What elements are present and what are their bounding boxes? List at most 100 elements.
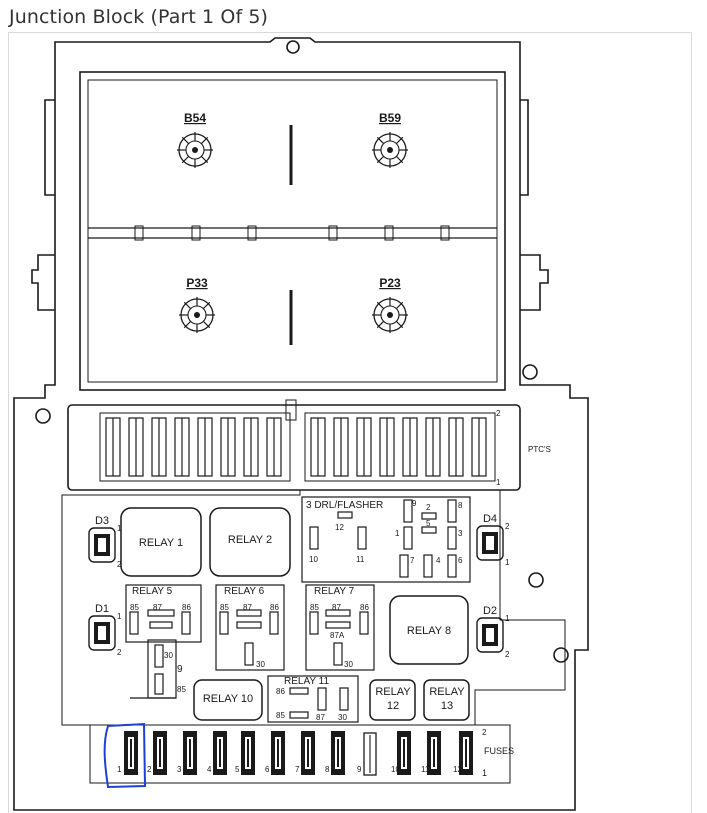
- fuse-number: 6: [265, 765, 270, 774]
- drl-pin: 7: [410, 556, 415, 565]
- relay-7-pin: 85: [310, 603, 319, 612]
- fuse-5[interactable]: 5: [235, 731, 255, 775]
- diagram-frame: [8, 32, 692, 813]
- drl-flasher-title: 3 DRL/FLASHER: [306, 500, 383, 511]
- fuse-7[interactable]: 7: [295, 731, 315, 775]
- fuse-4[interactable]: 4: [207, 731, 227, 775]
- relay-5-pin: 86: [182, 603, 191, 612]
- fuse-end-pin-bottom: 1: [482, 768, 487, 778]
- relay-11-label: RELAY 11: [284, 676, 329, 687]
- fuses-label: FUSES: [484, 746, 514, 756]
- mount-hole-lower-right: [553, 647, 569, 663]
- drl-pin: 6: [458, 556, 463, 565]
- connector-label: B59: [379, 111, 401, 125]
- diode-label: D4: [483, 513, 497, 525]
- drl-pin: 8: [458, 501, 463, 510]
- relay-10[interactable]: [193, 679, 263, 721]
- drl-pin: 3: [458, 529, 463, 538]
- connector-p33[interactable]: P33: [179, 276, 215, 333]
- mount-hole-upper-right: [522, 364, 538, 380]
- fuse-11[interactable]: 11: [421, 731, 441, 775]
- diode-pin: 1: [117, 524, 122, 533]
- connector-p23[interactable]: P23: [372, 276, 408, 333]
- connector-label: P33: [186, 276, 208, 290]
- fuse-1[interactable]: 1: [117, 731, 138, 775]
- fuse-number: 4: [207, 765, 212, 774]
- fuse-2[interactable]: 2: [147, 731, 167, 775]
- fuse-number: 11: [421, 765, 430, 774]
- relay-13[interactable]: [423, 679, 470, 721]
- connector-b59[interactable]: B59: [372, 111, 408, 168]
- relay-9[interactable]: [147, 639, 177, 699]
- connector-tray: [79, 71, 506, 391]
- page-title: Junction Block (Part 1 Of 5): [9, 6, 269, 28]
- housing-outline: [13, 37, 589, 811]
- relay-5-pin: 85: [177, 685, 186, 694]
- relay-7-pin: 30: [344, 660, 353, 669]
- fuse-10[interactable]: 10: [391, 731, 411, 775]
- drl-pin: 2: [426, 503, 431, 512]
- connector-b54[interactable]: B54: [177, 111, 213, 168]
- relay-6[interactable]: [215, 584, 285, 671]
- drl-pin: 12: [335, 523, 344, 532]
- relay-6-pin: 87: [243, 603, 252, 612]
- diode-pin: 1: [505, 614, 510, 623]
- fuse-number: 7: [295, 765, 300, 774]
- fuse-3[interactable]: 3: [177, 731, 197, 775]
- diode-pin: 1: [505, 558, 510, 567]
- ptc-pin-top: 2: [496, 409, 501, 418]
- relay-8[interactable]: [389, 595, 469, 665]
- relay-6-pin: 85: [220, 603, 229, 612]
- side-tab-left: [31, 254, 55, 311]
- connector-label: P23: [379, 276, 401, 290]
- fuse-9[interactable]: 9: [357, 732, 377, 776]
- relay-6-pin: 86: [270, 603, 279, 612]
- relay-11-pin: 85: [276, 711, 285, 720]
- diode-label: D2: [483, 605, 497, 617]
- fuse-number: 8: [325, 765, 330, 774]
- relay-6-label: RELAY 6: [224, 586, 265, 597]
- relay-10-label: RELAY 10: [203, 693, 253, 705]
- relay-11-pin: 30: [338, 713, 347, 722]
- diode-pin: 2: [505, 650, 510, 659]
- relay-5-pin: 30: [164, 651, 173, 660]
- drl-pin: 1: [395, 529, 400, 538]
- relay-8-label: RELAY 8: [407, 625, 451, 637]
- fuse-number: 12: [453, 765, 462, 774]
- relay-13-label-top: RELAY: [429, 686, 465, 698]
- relay-7-label: RELAY 7: [314, 586, 355, 597]
- relay-7-pin: 86: [360, 603, 369, 612]
- fuse-1-highlight: [103, 722, 147, 789]
- relay-1[interactable]: [120, 507, 202, 577]
- relay-12-label-top: RELAY: [375, 686, 411, 698]
- fuse-number: 9: [357, 765, 362, 774]
- fuse-number: 3: [177, 765, 182, 774]
- mounting-hole: [286, 40, 300, 54]
- relay-7[interactable]: [305, 584, 375, 671]
- relay-11-pin: 87: [316, 713, 325, 722]
- relay-13-label-num: 13: [441, 700, 453, 712]
- drl-flasher-box[interactable]: [301, 496, 471, 583]
- mount-hole-left: [35, 408, 51, 424]
- ptc-label: PTC'S: [528, 445, 551, 454]
- fuse-8[interactable]: 8: [325, 731, 345, 775]
- relay-11-pin: 86: [276, 687, 285, 696]
- relay-2[interactable]: [209, 507, 291, 577]
- fuse-6[interactable]: 6: [265, 731, 285, 775]
- relay-12[interactable]: [369, 679, 416, 721]
- fuse-number: 5: [235, 765, 240, 774]
- fuse-12[interactable]: 12: [453, 731, 473, 775]
- diode-pin: 2: [117, 648, 122, 657]
- relay-1-label: RELAY 1: [139, 537, 183, 549]
- relay-11[interactable]: [267, 675, 359, 723]
- side-tab-right: [520, 254, 549, 311]
- relay-5[interactable]: [125, 584, 202, 643]
- mount-hole-right: [528, 572, 544, 588]
- diode-d2[interactable]: D2 1 2: [476, 605, 510, 659]
- diode-label: D3: [95, 515, 109, 527]
- drl-pin: 9: [412, 499, 417, 508]
